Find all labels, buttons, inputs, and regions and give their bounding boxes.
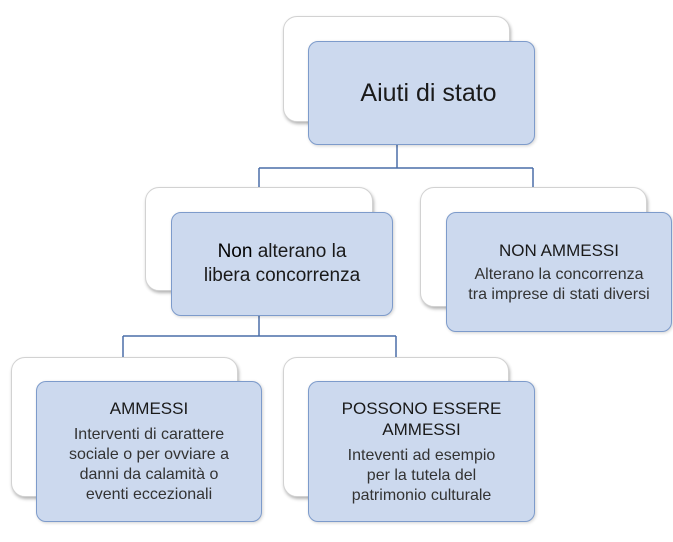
ammessi-desc-line2: sociale o per ovviare a xyxy=(68,446,230,463)
left-branch-title-line1: Non alterano la xyxy=(218,240,347,264)
left-branch-node: Non alterano la libera concorrenza xyxy=(171,212,393,316)
ammessi-node: AMMESSI Interventi di carattere sociale … xyxy=(36,381,262,522)
right-branch-heading: NON AMMESSI xyxy=(499,240,619,260)
possono-desc-line1: Inteventi ad esempio xyxy=(347,446,496,464)
root-title: Aiuti di stato xyxy=(360,79,497,107)
ammessi-desc-line1: Interventi di carattere xyxy=(73,426,225,443)
left-branch-title-line2: libera concorrenza xyxy=(203,265,361,286)
ammessi-desc-line3: danni da calamità o xyxy=(79,466,219,483)
possono-heading-line1: POSSONO ESSERE xyxy=(341,398,502,418)
right-branch-desc-line1: Alterano la concorrenza xyxy=(474,265,644,283)
possono-desc-line3: patrimonio culturale xyxy=(351,486,492,504)
right-branch-node: NON AMMESSI Alterano la concorrenza tra … xyxy=(446,212,672,332)
left-branch-title-bold: Non xyxy=(217,241,253,262)
ammessi-desc-line4: eventi eccezionali xyxy=(85,486,213,503)
root-node: Aiuti di stato xyxy=(308,41,535,145)
left-branch-title-rest: alterano la xyxy=(252,241,347,262)
ammessi-heading: AMMESSI xyxy=(109,399,189,418)
possono-node: POSSONO ESSERE AMMESSI Inteventi ad esem… xyxy=(308,381,535,522)
possono-desc-line2: per la tutela del xyxy=(366,466,477,484)
right-branch-desc-line2: tra imprese di stati diversi xyxy=(468,285,650,303)
possono-heading-line2: AMMESSI xyxy=(382,419,461,439)
